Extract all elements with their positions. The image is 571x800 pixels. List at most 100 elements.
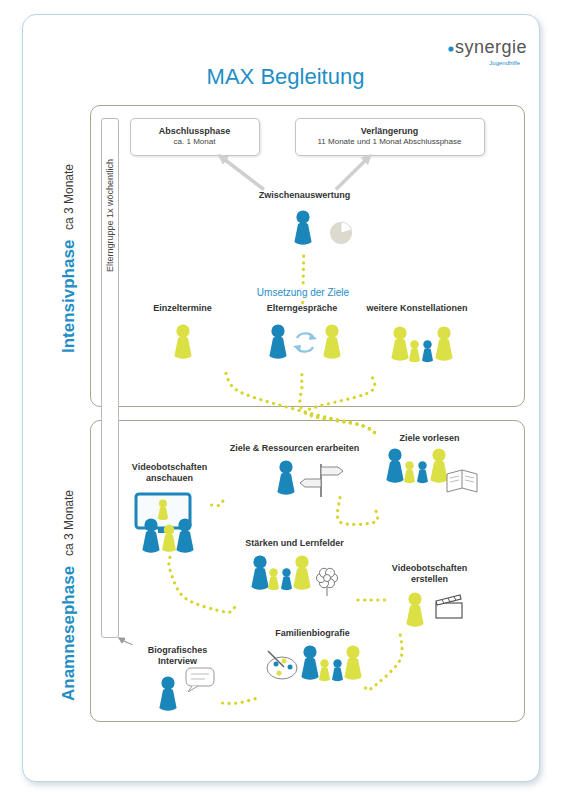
step-station: Ziele vorlesen — [375, 433, 485, 508]
station-label: Einzeltermine — [140, 303, 226, 314]
phase-box: Verlängerung11 Monate und 1 Monat Abschl… — [295, 118, 485, 156]
dotted-path — [355, 598, 385, 601]
logo-dot — [448, 46, 453, 51]
step-station: Videobotschaften erstellen — [385, 563, 475, 633]
phase-duration: ca 3 Monate — [62, 490, 76, 556]
station-label: Videobotschaften erstellen — [385, 563, 475, 585]
pawn-figure — [422, 340, 433, 362]
exchange-arrows-icon — [293, 333, 317, 352]
clapperboard-icon — [436, 595, 461, 605]
book-icon — [447, 470, 477, 492]
clapperboard-icon — [448, 598, 450, 602]
palette-icon — [282, 659, 287, 664]
flower-icon — [317, 568, 338, 596]
pawn-figure — [435, 326, 452, 360]
signpost-icon — [300, 464, 343, 497]
step-station: Familienbiografie — [260, 628, 366, 698]
step-station: Videobotschaften anschauen — [128, 462, 212, 557]
pawn-figure — [176, 518, 193, 552]
pawn-figure — [277, 460, 294, 494]
step-station: weitere Konstellationen — [360, 303, 475, 373]
pawn-figure — [142, 518, 159, 552]
phase-heading: Intensivphaseca 3 Monate — [57, 168, 81, 353]
signpost-icon — [300, 479, 321, 487]
dotted-path — [169, 557, 235, 613]
band-text-frame: Elterngruppe 1x wöchentlich — [102, 119, 118, 637]
station-label-frame: Elterngespräche — [255, 303, 350, 314]
step-station: Einzeltermine — [140, 303, 226, 373]
station-label: Familienbiografie — [260, 628, 366, 639]
step-station: Stärken und Lernfelder — [235, 538, 355, 608]
pawn-figure — [142, 518, 193, 552]
pawn-figure — [268, 568, 279, 590]
pawn-figure — [391, 326, 408, 360]
speech-bubble-icon — [191, 674, 209, 675]
station-label: Stärken und Lernfelder — [235, 538, 355, 549]
step-station: Elterngespräche — [255, 303, 350, 373]
clapperboard-icon — [436, 603, 462, 618]
phase-panel: Intensivphaseca 3 MonateAbschlussphaseca… — [90, 105, 525, 407]
step-station: Zwischenauswertung — [250, 190, 360, 252]
clapperboard-icon — [454, 597, 456, 600]
logo-text: Jugendhilfe — [440, 60, 520, 66]
diagram-title: MAX Begleitung — [0, 64, 571, 90]
pawn-figure — [319, 659, 330, 681]
speech-bubble-icon — [191, 679, 205, 680]
palette-icon — [267, 657, 297, 679]
phase-box: Abschlussphaseca. 1 Monat — [130, 118, 260, 156]
palette-icon — [267, 651, 297, 679]
phase-name: Anamnesephase — [59, 566, 78, 701]
dotted-path — [223, 698, 260, 704]
clapperboard-icon — [436, 595, 462, 618]
station-label: weitere Konstellationen — [360, 303, 475, 314]
palette-icon — [268, 651, 284, 667]
phase-panel: Anamnesephaseca 3 MonateZiele & Ressourc… — [90, 420, 525, 722]
box-title: Abschlussphase — [159, 126, 231, 137]
logo-dot — [448, 46, 453, 51]
dotted-path — [226, 373, 375, 433]
phase-name: Intensivphase — [59, 240, 78, 353]
dotted-path — [212, 498, 225, 506]
station-label-frame: Einzeltermine — [140, 303, 226, 314]
station-label-frame: Ziele & Ressourcen erarbeiten — [225, 443, 365, 454]
monitor-icon — [158, 499, 168, 520]
station-label: Ziele & Ressourcen erarbeiten — [225, 443, 365, 454]
pawn-figure — [301, 645, 318, 679]
station-label-frame: Videobotschaften anschauen — [128, 462, 212, 484]
flower-icon — [324, 575, 331, 582]
station-label-frame: Familienbiografie — [260, 628, 366, 639]
station-label: Ziele vorlesen — [375, 433, 485, 444]
station-label-frame: Zwischenauswertung — [250, 190, 360, 201]
pie-chart-icon — [341, 222, 352, 233]
speech-bubble-icon — [186, 668, 214, 686]
station-label: Zwischenauswertung — [250, 190, 360, 201]
band-label: Elterngruppe 1x wöchentlich — [105, 159, 115, 272]
book-icon — [462, 470, 463, 488]
phase-duration: ca 3 Monate — [62, 164, 76, 230]
palette-icon — [277, 671, 282, 676]
book-icon — [450, 480, 459, 482]
pawn-figure — [281, 568, 292, 590]
dotted-path — [305, 373, 375, 433]
station-label: Elterngespräche — [255, 303, 350, 314]
link-arrow — [119, 638, 133, 645]
pawn-figure — [404, 461, 415, 483]
station-label-frame: weitere Konstellationen — [360, 303, 475, 314]
station-label-frame: Biografisches Interview — [133, 645, 223, 667]
pawn-figure — [162, 524, 176, 551]
group-band: Elterngruppe 1x wöchentlich — [101, 118, 119, 638]
pawn-figure — [323, 324, 340, 358]
station-label: Biografisches Interview — [133, 645, 223, 667]
speech-bubble-icon — [186, 668, 214, 692]
pawn-figure — [430, 448, 447, 482]
pie-chart-icon — [330, 222, 352, 244]
phase-heading: Anamnesephaseca 3 Monate — [57, 511, 81, 701]
exchange-arrows-icon — [293, 345, 301, 352]
book-icon — [450, 476, 459, 478]
pawn-figure — [174, 324, 191, 358]
edge-label: Umsetzung der Ziele — [255, 287, 351, 298]
step-station: Ziele & Ressourcen erarbeiten — [225, 443, 365, 498]
station-label-frame: Ziele vorlesen — [375, 433, 485, 444]
